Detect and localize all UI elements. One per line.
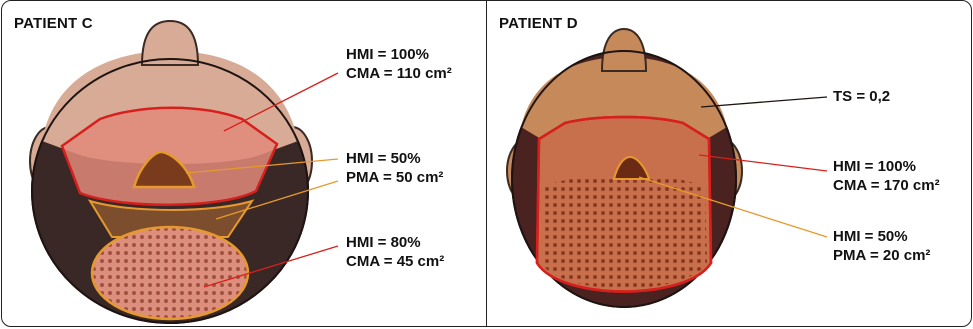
label-d-hmi-100: HMI = 100% CMA = 170 cm² <box>833 157 940 195</box>
dotted-zone <box>541 175 707 289</box>
label-c-hmi-80: HMI = 80% CMA = 45 cm² <box>346 233 444 271</box>
label-c-hmi-100: HMI = 100% CMA = 110 cm² <box>346 45 452 83</box>
nose <box>602 29 646 71</box>
patient-c-panel: PATIENT C HMI = 100% <box>1 0 487 327</box>
label-d-ts: TS = 0,2 <box>833 87 890 106</box>
label-c-hmi-50: HMI = 50% PMA = 50 cm² <box>346 149 443 187</box>
vertex-zone <box>92 227 248 319</box>
label-d-hmi-50: HMI = 50% PMA = 20 cm² <box>833 227 930 265</box>
leader-line-1 <box>701 97 827 107</box>
patient-d-panel: PATIENT D TS = 0,2 HMI <box>486 0 972 327</box>
